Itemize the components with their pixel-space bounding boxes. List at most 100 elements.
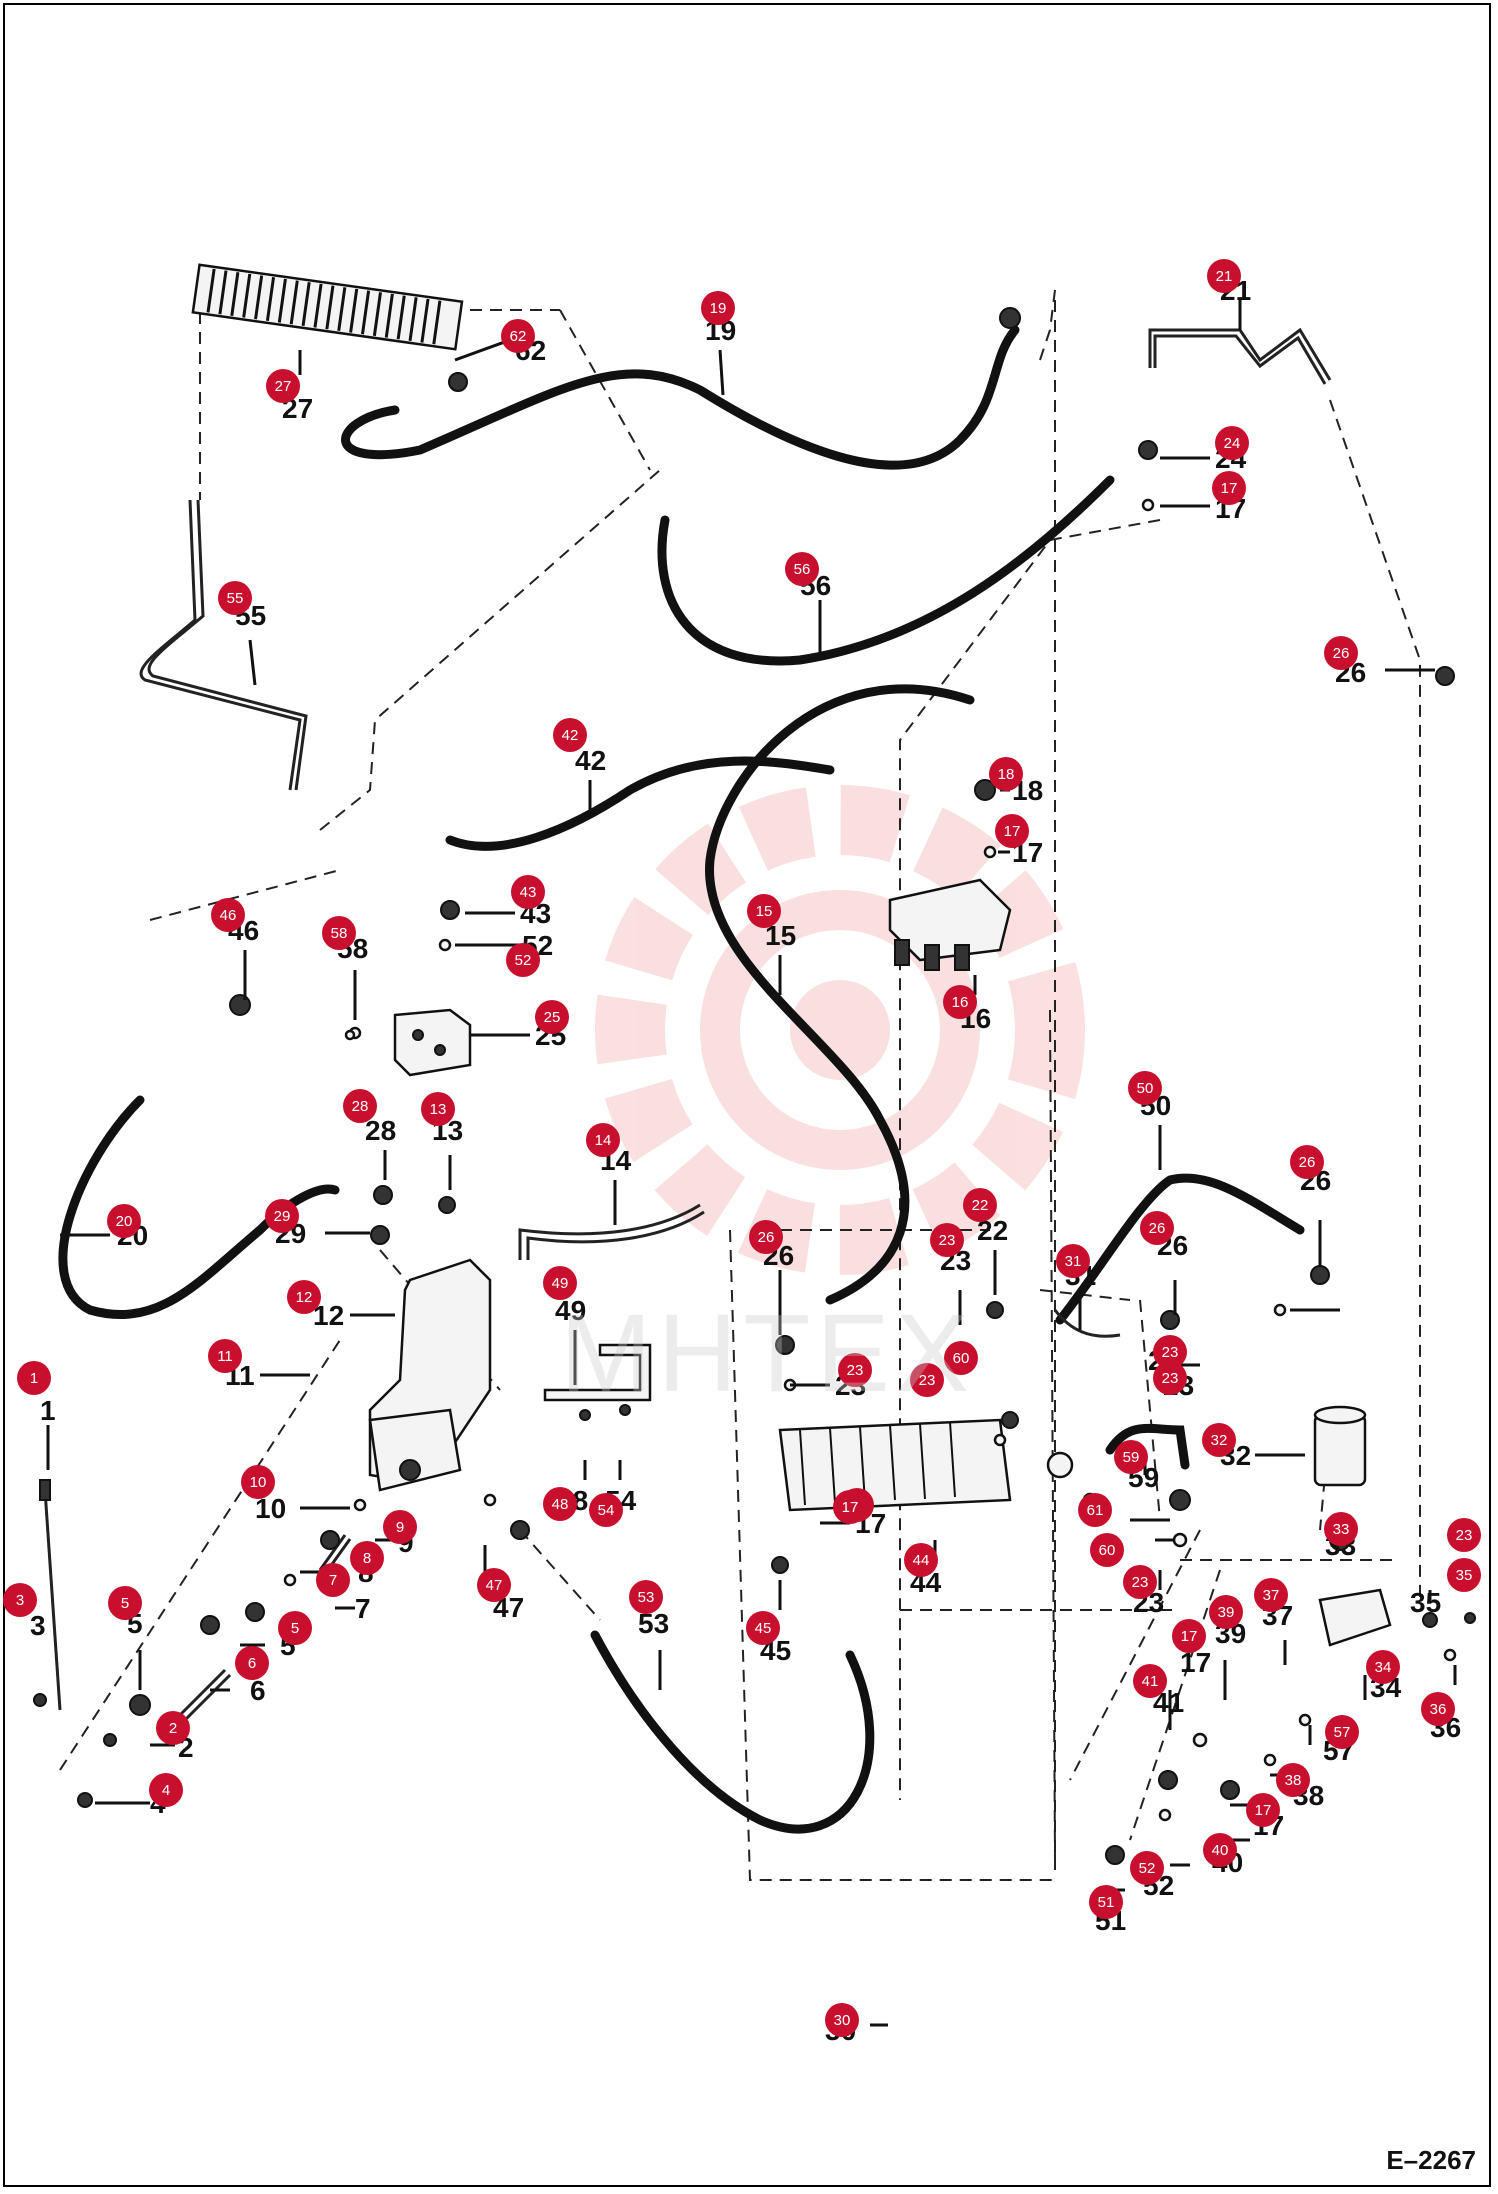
callout-badge: 27: [266, 369, 300, 403]
callout-badge: 56: [785, 552, 819, 586]
hose-42: [445, 756, 835, 851]
tube-21-b: [1153, 334, 1327, 385]
callout-number: 45: [755, 1620, 772, 1637]
callout-badge: 31: [1056, 1244, 1090, 1278]
tube-21: [1148, 327, 1332, 381]
filter-head-34: [1318, 1588, 1392, 1647]
callout-number: 60: [953, 1350, 970, 1367]
valve-block-25: [393, 1008, 472, 1077]
callout-badge: 55: [218, 581, 252, 615]
callout-number: 50: [1137, 1080, 1154, 1097]
reservoir-12-base: [368, 1408, 462, 1492]
callout-number: 17: [1004, 823, 1021, 840]
callout-number: 52: [515, 952, 532, 969]
tube-14-b: [526, 1210, 705, 1260]
callout-number: 53: [638, 1589, 655, 1606]
callout-number: 9: [396, 1519, 404, 1536]
callout-number: 55: [227, 590, 244, 607]
callout-badge: 41: [1133, 1664, 1167, 1698]
callout-number: 16: [952, 994, 969, 1011]
part-number-labels: 19 21 62 27 24 17 56 55 26 42 18 17 46 5…: [30, 275, 1461, 2046]
callout-badge: 49: [543, 1266, 577, 1300]
callout-number: 34: [1375, 1659, 1392, 1676]
callout-number: 4: [162, 1782, 170, 1799]
callout-badge: 36: [1421, 1692, 1455, 1726]
callout-badge: 50: [1128, 1071, 1162, 1105]
watermark-text: MHTEX: [560, 1292, 975, 1415]
callout-number: 22: [972, 1197, 989, 1214]
callout-badge: 15: [747, 894, 781, 928]
callout-number: 48: [552, 1496, 569, 1513]
callout-number: 13: [430, 1101, 447, 1118]
callout-badge: 58: [322, 916, 356, 950]
callout-badge: 34: [1366, 1650, 1400, 1684]
steel-tubes: [43, 327, 1332, 1711]
callout-number: 31: [1065, 1253, 1082, 1270]
callout-number: 57: [1334, 1724, 1351, 1741]
callout-number: 24: [1224, 435, 1241, 452]
callout-number: 23: [919, 1372, 936, 1389]
callout-number: 41: [1142, 1673, 1159, 1690]
callout-number: 5: [291, 1620, 299, 1637]
callout-badge: 23: [1123, 1565, 1157, 1599]
callout-number: 51: [1098, 1894, 1115, 1911]
callout-number: 17: [842, 1499, 859, 1516]
callout-badge: 19: [701, 291, 735, 325]
callout-badge: 39: [1209, 1595, 1243, 1629]
callout-number: 25: [544, 1009, 561, 1026]
tube-1: [43, 1489, 62, 1711]
callout-number: 20: [116, 1213, 133, 1230]
label: 3: [30, 1610, 46, 1641]
callout-badge: 26: [1140, 1211, 1174, 1245]
callout-number: 12: [296, 1289, 313, 1306]
callout-badge: 17: [833, 1490, 867, 1524]
callout-number: 62: [510, 328, 527, 345]
control-valve-16: [888, 878, 1012, 962]
callout-badge: 44: [904, 1543, 938, 1577]
callout-badge: 4: [149, 1773, 183, 1807]
callout-number: 49: [552, 1275, 569, 1292]
callout-number: 36: [1430, 1701, 1447, 1718]
label: 49: [555, 1295, 586, 1326]
callout-badge: 60: [1090, 1533, 1124, 1567]
callout-badge: 12: [287, 1280, 321, 1314]
callout-badge: 29: [265, 1199, 299, 1233]
callout-badge: 24: [1215, 426, 1249, 460]
callout-number: 2: [169, 1720, 177, 1737]
tube-55-b: [147, 499, 308, 791]
callout-badge: 37: [1254, 1578, 1288, 1612]
callout-badge: 14: [586, 1123, 620, 1157]
callout-badge: 10: [241, 1465, 275, 1499]
callout-number: 52: [1139, 1860, 1156, 1877]
callout-number: 30: [834, 2012, 851, 2029]
label: 1: [40, 1395, 56, 1426]
hoses: [58, 325, 1305, 1834]
callout-badge: 22: [963, 1188, 997, 1222]
callout-badge: 40: [1203, 1833, 1237, 1867]
callout-number: 1: [30, 1370, 38, 1387]
drawing-reference-number: E–2267: [1386, 2145, 1476, 2175]
callout-badge: 38: [1276, 1763, 1310, 1797]
callout-badge: 23: [930, 1223, 964, 1257]
callout-badge: 32: [1202, 1423, 1236, 1457]
callout-number: 18: [998, 766, 1015, 783]
oil-cooler: [191, 263, 464, 351]
callout-number: 23: [1162, 1344, 1179, 1361]
callout-number: 54: [598, 1502, 615, 1519]
callout-number: 3: [16, 1592, 24, 1609]
filter-32: [1313, 1413, 1367, 1487]
callout-badge: 59: [1114, 1440, 1148, 1474]
leader-lines: [46, 300, 1457, 2027]
callout-badge: 60: [944, 1341, 978, 1375]
callout-number: 15: [756, 903, 773, 920]
callout-number: 17: [1181, 1628, 1198, 1645]
components: [39, 878, 1392, 1727]
callout-badge: 23: [910, 1363, 944, 1397]
callout-number: 28: [352, 1098, 369, 1115]
callout-badge: 9: [383, 1510, 417, 1544]
label: 7: [355, 1593, 371, 1624]
callout-badge: 47: [477, 1568, 511, 1602]
callout-badge: 26: [749, 1220, 783, 1254]
callout-badge: 26: [1324, 636, 1358, 670]
callout-badge: 51: [1089, 1885, 1123, 1919]
